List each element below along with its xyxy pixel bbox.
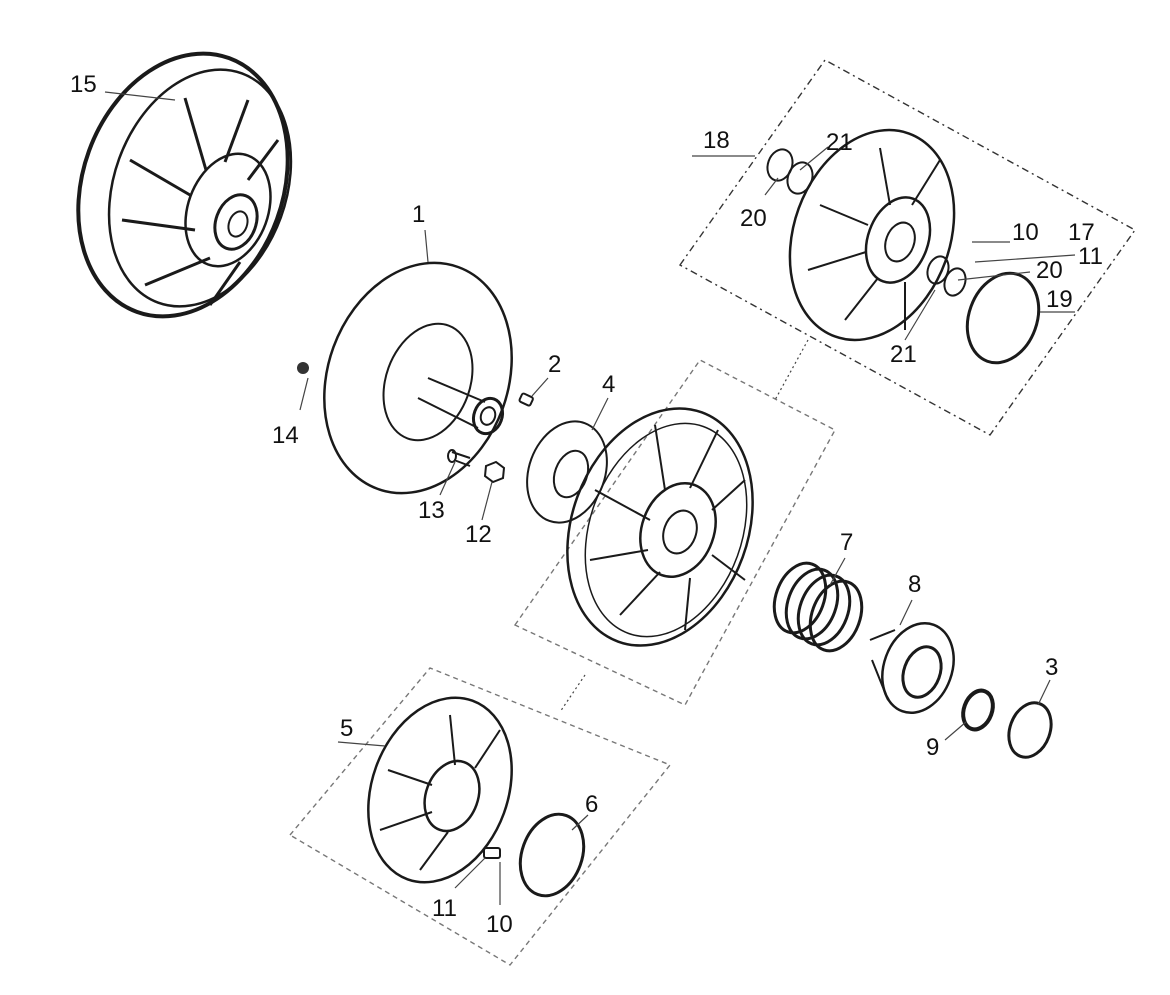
part-9-ring xyxy=(961,688,995,732)
part-13-bolt xyxy=(447,449,471,467)
part-10-11-hardware-bottom xyxy=(483,847,501,859)
callout-5: 5 xyxy=(340,715,353,742)
part-20-21-rings-left xyxy=(766,148,814,195)
callout-11-bottom: 11 xyxy=(432,895,457,922)
callout-7: 7 xyxy=(840,529,853,556)
part-8-cam xyxy=(869,621,955,715)
part-18-sheave xyxy=(788,128,956,342)
leader-lines xyxy=(104,91,1076,905)
callout-1: 1 xyxy=(412,201,425,228)
callout-19: 19 xyxy=(1046,286,1073,313)
callout-10-bottom: 10 xyxy=(486,911,513,938)
part-18-kit-box xyxy=(678,59,1137,436)
callout-6: 6 xyxy=(585,791,598,818)
callout-21-top: 21 xyxy=(826,129,853,156)
callout-20-left: 20 xyxy=(740,205,767,232)
callout-3: 3 xyxy=(1045,654,1058,681)
callout-17: 17 xyxy=(1068,219,1095,246)
part-2-key xyxy=(518,392,534,407)
movable-sheave-box xyxy=(513,359,836,706)
callout-21-bottom: 21 xyxy=(890,341,917,368)
part-4-washer xyxy=(526,420,608,524)
connector-lines xyxy=(559,339,809,713)
part-1-fixed-sheave xyxy=(323,261,513,495)
part-5-kit-box xyxy=(288,667,672,966)
callout-8: 8 xyxy=(908,571,921,598)
part-20-21-rings-right xyxy=(926,255,967,297)
part-12-nut xyxy=(483,460,506,484)
part-6-ring xyxy=(518,812,586,898)
part-19-ring xyxy=(965,271,1041,365)
callout-4: 4 xyxy=(602,371,615,398)
callout-labels: 15 1 2 4 14 13 12 7 8 3 9 5 6 11 10 18 2… xyxy=(70,71,1103,938)
callout-10-top: 10 xyxy=(1012,219,1039,246)
callout-12: 12 xyxy=(465,521,492,548)
movable-sheave xyxy=(566,407,754,647)
callout-11-top: 11 xyxy=(1078,243,1103,270)
callout-9: 9 xyxy=(926,734,939,761)
callout-20-right: 20 xyxy=(1036,257,1063,284)
callout-2: 2 xyxy=(548,351,561,378)
callout-15: 15 xyxy=(70,71,97,98)
callout-18: 18 xyxy=(703,127,730,154)
part-7-spring xyxy=(772,561,864,653)
part-15-clutch-assembly xyxy=(76,51,293,319)
callout-14: 14 xyxy=(272,422,299,449)
part-14-bolt xyxy=(297,362,309,374)
part-5-sheave xyxy=(367,696,513,884)
part-3-circlip xyxy=(1007,701,1053,759)
callout-13: 13 xyxy=(418,497,445,524)
